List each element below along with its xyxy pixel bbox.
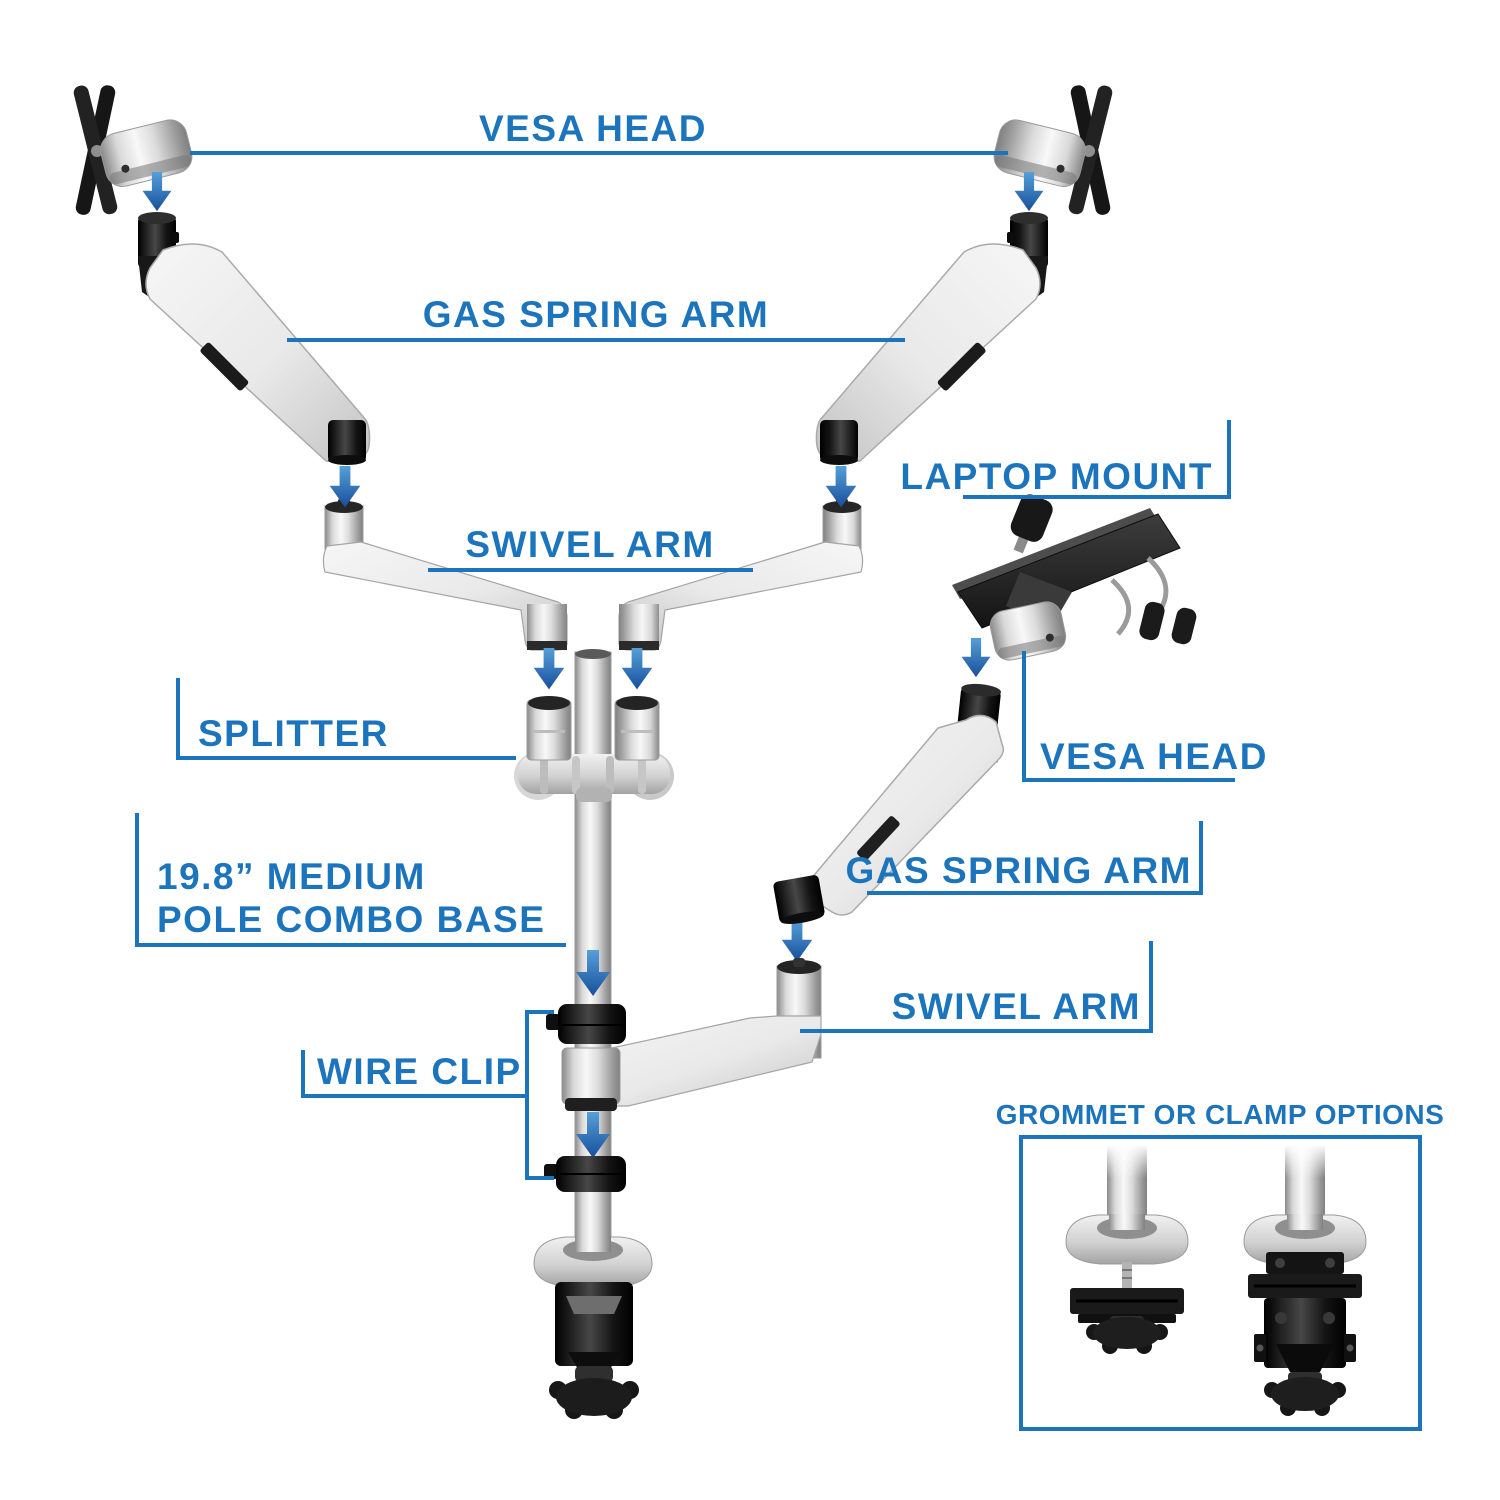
monitor-arm-left xyxy=(73,85,572,761)
label-group-gas-spring-arm-left: GAS SPRING ARM xyxy=(287,294,905,342)
label-pole-line2: POLE COMBO BASE xyxy=(157,899,545,940)
gas-spring-arm-lower xyxy=(773,714,1005,924)
label-group-vesa-head-right: VESA HEAD xyxy=(1022,651,1268,782)
wire-clip-upper xyxy=(546,1004,626,1044)
lower-swivel-arm xyxy=(561,958,822,1111)
options-box: GROMMET OR CLAMP OPTIONS xyxy=(996,1099,1445,1431)
label-group-wire-clip: WIRE CLIP xyxy=(301,1010,554,1180)
label-pole-line1: 19.8” MEDIUM xyxy=(157,856,426,897)
grommet-mount-option xyxy=(1065,1144,1189,1354)
clamp-mount-option xyxy=(1243,1144,1367,1416)
pole-base-clamp xyxy=(533,1236,653,1419)
label-group-splitter: SPLITTER xyxy=(176,678,516,760)
label-vesa-head-right: VESA HEAD xyxy=(1040,736,1268,777)
label-gas-spring-arm-left: GAS SPRING ARM xyxy=(423,294,769,335)
arm-end-cylinder xyxy=(328,420,366,465)
label-bracket xyxy=(135,813,566,947)
label-gas-spring-arm-right: GAS SPRING ARM xyxy=(846,850,1192,891)
options-box-title: GROMMET OR CLAMP OPTIONS xyxy=(996,1099,1445,1130)
label-group-gas-spring-arm-right: GAS SPRING ARM xyxy=(846,821,1203,895)
label-group-swivel-arm-left: SWIVEL ARM xyxy=(428,524,753,572)
label-group-laptop-mount: LAPTOP MOUNT xyxy=(900,420,1231,499)
vesa-plate-wings xyxy=(73,85,118,215)
label-splitter: SPLITTER xyxy=(198,713,389,754)
swivel-arm xyxy=(322,498,568,651)
label-vesa-head-top: VESA HEAD xyxy=(479,108,707,149)
laptop-mount xyxy=(952,494,1197,645)
label-group-pole-combo-base: 19.8” MEDIUM POLE COMBO BASE xyxy=(135,813,566,947)
laptop-vesa-head xyxy=(989,601,1067,661)
label-bracket xyxy=(301,1010,554,1180)
label-group-vesa-head-top: VESA HEAD xyxy=(190,108,1008,155)
label-swivel-arm-left: SWIVEL ARM xyxy=(465,524,714,565)
label-laptop-mount: LAPTOP MOUNT xyxy=(900,456,1213,497)
label-bracket xyxy=(867,821,1203,895)
label-bracket xyxy=(176,678,516,760)
label-bracket xyxy=(963,420,1231,499)
label-wire-clip: WIRE CLIP xyxy=(317,1051,522,1092)
wire-clip-lower xyxy=(544,1156,626,1192)
label-group-swivel-arm-right: SWIVEL ARM xyxy=(800,941,1153,1033)
label-swivel-arm-right: SWIVEL ARM xyxy=(892,986,1141,1027)
label-bracket xyxy=(800,941,1153,1033)
gas-spring-arm xyxy=(145,243,371,463)
splitter-cog xyxy=(514,752,674,802)
splitter-post xyxy=(526,696,572,761)
label-bracket xyxy=(1022,651,1235,782)
